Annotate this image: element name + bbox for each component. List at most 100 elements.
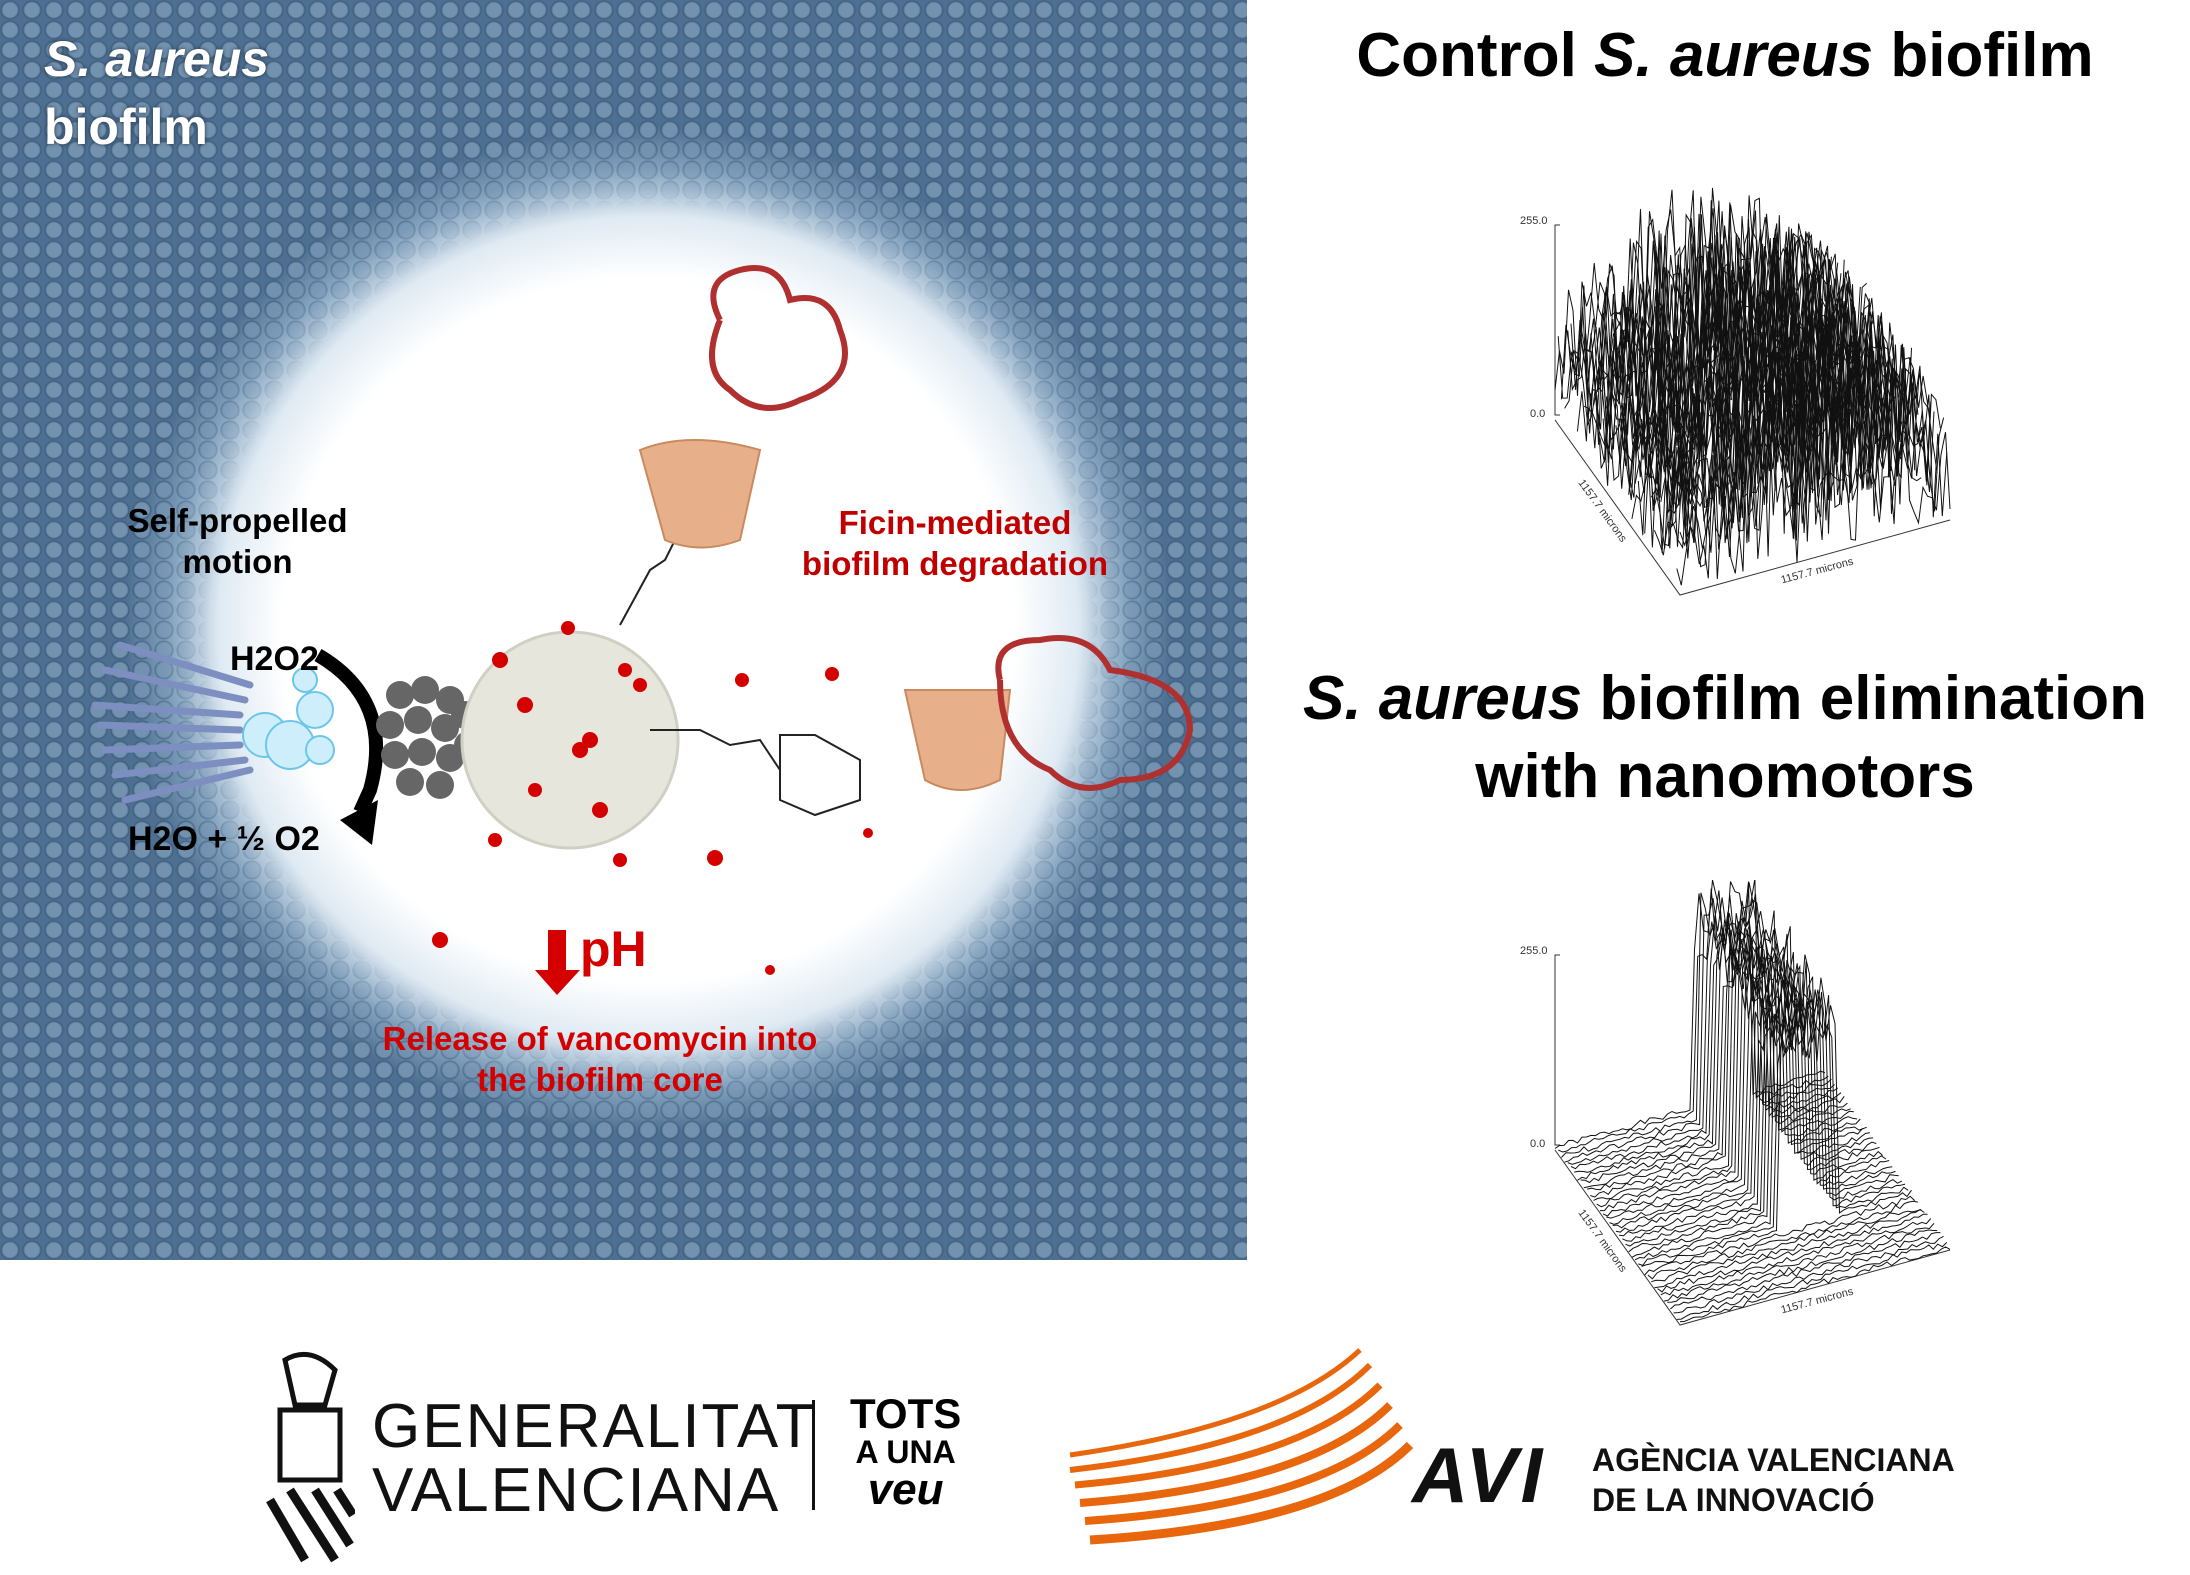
gva-line1: GENERALITAT bbox=[372, 1392, 816, 1461]
surface-line bbox=[1570, 893, 1842, 1170]
surface-line bbox=[1574, 913, 1845, 1173]
self-propelled-label: Self-propelled motion bbox=[100, 500, 375, 582]
title-line1: S. aureus biofilm elimination bbox=[1260, 660, 2190, 738]
surface-line bbox=[1602, 946, 1874, 1217]
surface-line bbox=[1660, 1218, 1932, 1296]
title-species: S. aureus bbox=[1302, 664, 1583, 733]
reaction-arrow bbox=[314, 648, 384, 815]
release-label-line2: the biofilm core bbox=[477, 1061, 723, 1098]
surface-line bbox=[1605, 256, 1877, 470]
vancomycin-cargo bbox=[432, 621, 873, 975]
surface-line bbox=[1631, 977, 1903, 1258]
logo-divider bbox=[812, 1400, 815, 1510]
ficin-label-line1: Ficin-mediated bbox=[838, 504, 1072, 541]
surface-line bbox=[1615, 954, 1887, 1233]
title-line2: with nanomotors bbox=[1475, 742, 1975, 811]
cyclodextrin-top bbox=[638, 439, 762, 549]
surface-line bbox=[1654, 1209, 1925, 1289]
surface-line bbox=[1638, 998, 1909, 1266]
surface-line bbox=[1619, 976, 1890, 1237]
ficin-enzyme-right bbox=[995, 635, 1194, 791]
ficin-label-line2: biofilm degradation bbox=[801, 545, 1109, 582]
avi-swoosh-logo bbox=[1069, 1348, 1414, 1545]
surface-line bbox=[1580, 225, 1852, 445]
surface-line bbox=[1599, 944, 1870, 1212]
tots-a-una-veu-logo: TOTS A UNA veu bbox=[850, 1390, 962, 1514]
surface-line bbox=[1599, 247, 1871, 463]
biofilm-illustration: S. aureus biofilm Self-propelled motion … bbox=[0, 0, 1247, 1260]
tots-line1: TOTS bbox=[850, 1390, 962, 1437]
z-max-label: 255.0 bbox=[1520, 215, 1548, 227]
surface-line bbox=[1596, 926, 1867, 1208]
ph-down-arrow-icon bbox=[535, 930, 580, 995]
surface-line bbox=[1644, 1195, 1916, 1276]
z-min-label: 0.0 bbox=[1530, 408, 1546, 420]
surface-line bbox=[1558, 888, 1829, 1153]
surface-line bbox=[1590, 928, 1861, 1198]
surface-line bbox=[1587, 919, 1858, 1191]
title-part: biofilm elimination bbox=[1582, 664, 2148, 733]
surface-line bbox=[1580, 910, 1851, 1184]
surface-line bbox=[1606, 946, 1877, 1219]
surface-line bbox=[1622, 969, 1893, 1242]
avi-mark: AVI bbox=[1412, 1431, 1546, 1519]
avi-line2: DE LA INNOVACIÓ bbox=[1592, 1482, 1875, 1518]
avi-wordmark: AGÈNCIA VALENCIANA DE LA INNOVACIÓ bbox=[1592, 1440, 1955, 1520]
control-3d-surface-plot bbox=[1554, 187, 1951, 596]
surface-line bbox=[1564, 882, 1835, 1163]
surface-line bbox=[1670, 1232, 1941, 1310]
surface-line bbox=[1609, 953, 1880, 1225]
surface-line bbox=[1647, 344, 1919, 548]
nanomotor-3d-surface-plot bbox=[1554, 880, 1951, 1326]
surface-line bbox=[1618, 280, 1890, 492]
corner-label-species: S. aureus bbox=[44, 31, 270, 87]
surface-line bbox=[1567, 895, 1839, 1165]
cyclodextrin-right bbox=[903, 689, 1012, 791]
surface-line bbox=[1651, 1209, 1922, 1283]
ph-label: pH bbox=[580, 921, 647, 977]
surface-line bbox=[1634, 989, 1906, 1261]
biofilm-texture bbox=[0, 0, 1247, 1260]
surface-line bbox=[1625, 979, 1896, 1247]
gva-wordmark: GENERALITAT VALENCIANA bbox=[372, 1395, 815, 1523]
surface-line bbox=[1679, 361, 1951, 572]
title-part: Control bbox=[1356, 21, 1595, 90]
surface-line bbox=[1667, 1229, 1938, 1303]
surface-line bbox=[1676, 367, 1948, 586]
release-label: Release of vancomycin into the biofilm c… bbox=[340, 1018, 860, 1100]
surface-line bbox=[1628, 987, 1899, 1253]
gva-coat-of-arms-logo bbox=[265, 1350, 357, 1565]
platinum-cluster bbox=[376, 676, 482, 799]
z-max-label: 255.0 bbox=[1520, 945, 1548, 957]
surface-line bbox=[1583, 939, 1854, 1189]
reactant-label: H2O2 bbox=[230, 640, 319, 678]
propulsion-lines bbox=[91, 641, 254, 804]
bubbles bbox=[242, 667, 335, 770]
product-label: H2O + ½ O2 bbox=[128, 820, 320, 858]
release-label-line1: Release of vancomycin into bbox=[382, 1020, 818, 1057]
title-part: biofilm bbox=[1873, 21, 2094, 90]
surface-line bbox=[1641, 991, 1912, 1267]
surface-line bbox=[1679, 1246, 1951, 1323]
motion-label-line1: Self-propelled bbox=[127, 502, 348, 539]
surface-line bbox=[1653, 325, 1925, 556]
title-species: S. aureus bbox=[1594, 21, 1874, 90]
z-min-label: 0.0 bbox=[1530, 1138, 1546, 1150]
surface-line bbox=[1612, 961, 1884, 1229]
surface-line bbox=[1647, 1200, 1918, 1280]
surface-line bbox=[1676, 1242, 1948, 1320]
surface-line bbox=[1577, 924, 1848, 1181]
tots-line3: veu bbox=[867, 1465, 944, 1514]
surface-line bbox=[1657, 1213, 1928, 1293]
motion-label-line2: motion bbox=[182, 543, 293, 580]
surface-line bbox=[1663, 1222, 1935, 1302]
ficin-enzyme-top bbox=[709, 265, 848, 411]
nanomotor-panel-title: S. aureus biofilm elimination with nanom… bbox=[1260, 660, 2190, 816]
tots-line2: A UNA bbox=[855, 1434, 956, 1470]
surface-line bbox=[1666, 351, 1938, 543]
nanomotor-graphic bbox=[91, 265, 1194, 995]
corner-label-biofilm: biofilm bbox=[44, 99, 208, 155]
gva-line2: VALENCIANA bbox=[372, 1456, 781, 1525]
surface-line bbox=[1561, 880, 1832, 1158]
avi-line1: AGÈNCIA VALENCIANA bbox=[1592, 1442, 1955, 1478]
